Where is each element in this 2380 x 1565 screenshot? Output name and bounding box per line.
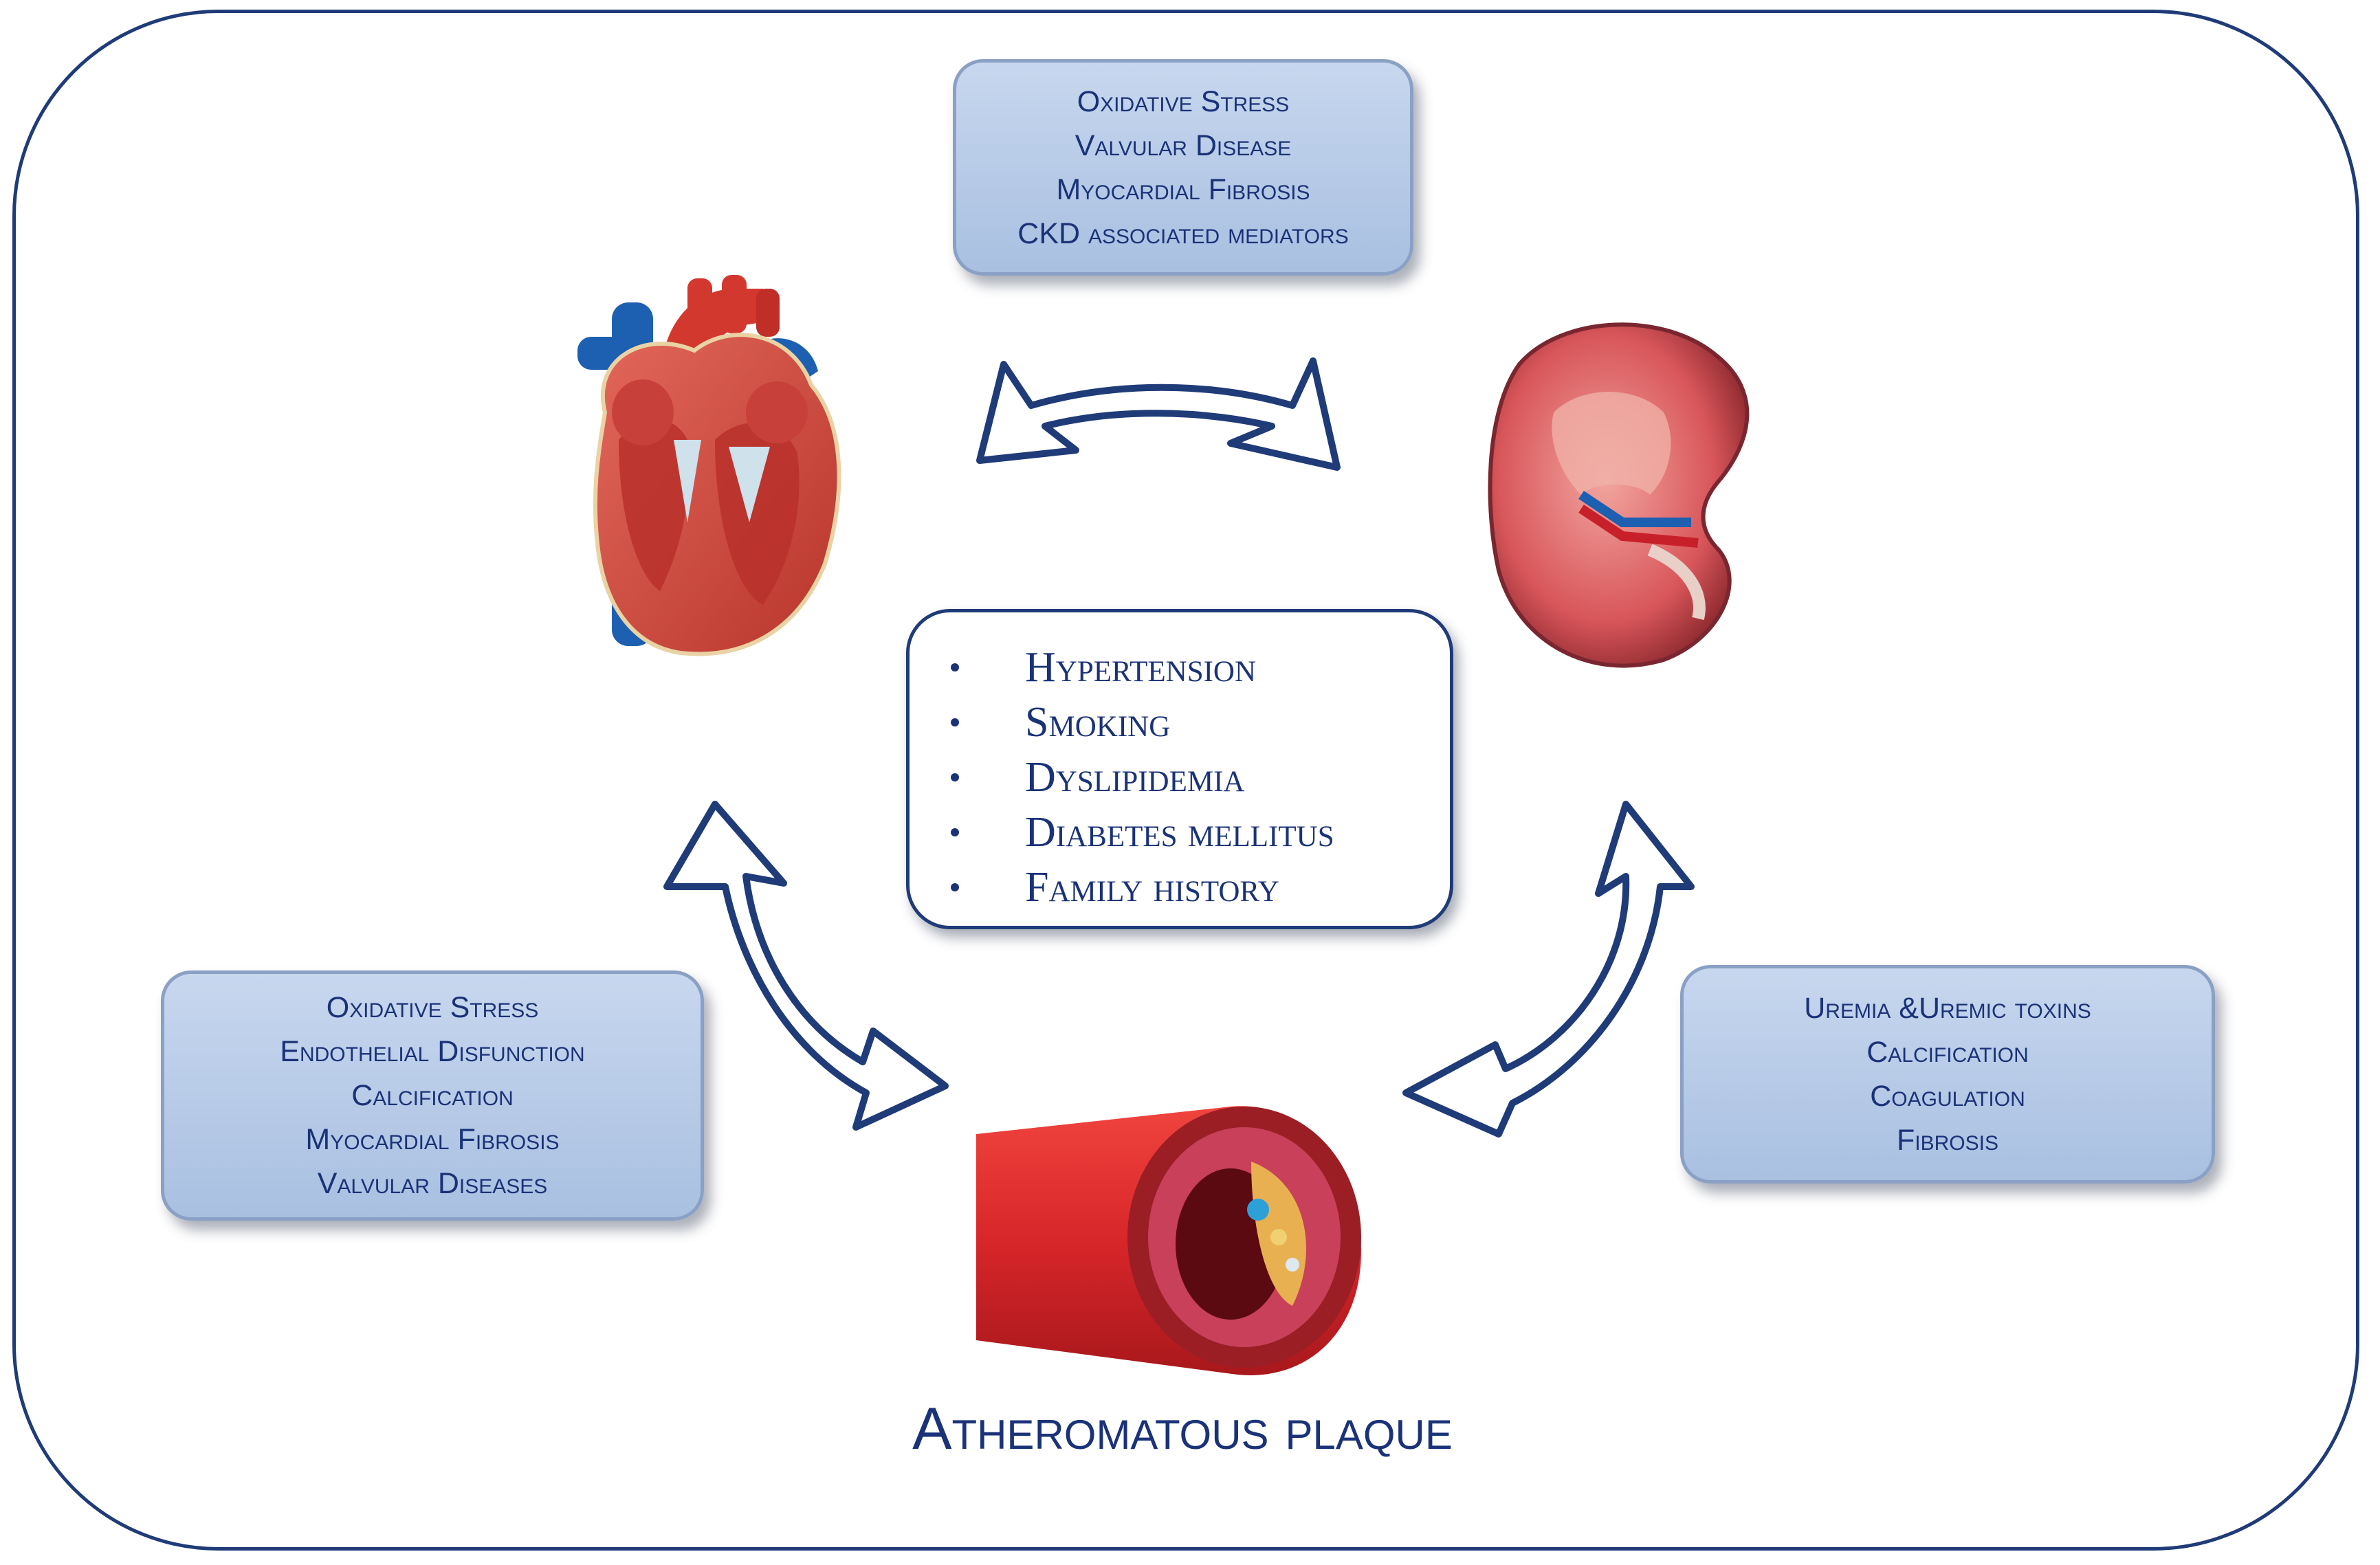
box-item: Oxidative Stress: [326, 991, 539, 1024]
double-arrow-icon: [1402, 801, 1695, 1137]
risk-factor-label: Hypertension: [1025, 644, 1257, 691]
box-item: Coagulation: [1870, 1080, 2025, 1113]
risk-factor-item: Diabetes mellitus: [951, 805, 1450, 860]
aorta-branch: [756, 289, 780, 337]
heart-plaque-mediators-box: Oxidative Stress Endothelial Disfunction…: [161, 970, 704, 1221]
plaque-cell: [1270, 1229, 1287, 1245]
risk-factor-label: Diabetes mellitus: [1025, 809, 1334, 856]
box-item: Calcification: [1866, 1036, 2029, 1069]
plaque-cell: [1247, 1199, 1269, 1221]
renal-vein: [1578, 491, 1691, 527]
plaque-cell: [1286, 1258, 1299, 1272]
box-item: Fibrosis: [1897, 1124, 1998, 1157]
double-arrow-icon: [976, 357, 1341, 471]
left-atrium: [746, 381, 808, 443]
renal-artery: [1578, 504, 1699, 548]
double-arrow-icon: [663, 801, 949, 1131]
risk-factor-item: Family history: [951, 860, 1450, 915]
kidney-plaque-mediators-box: Uremia &Uremic toxins Calcification Coag…: [1680, 965, 2215, 1184]
aorta-branch: [687, 278, 712, 333]
box-item: Calcification: [351, 1079, 514, 1112]
risk-factor-label: Smoking: [1025, 699, 1171, 746]
ureter: [1647, 544, 1706, 621]
risk-factor-item: Dyslipidemia: [951, 750, 1450, 805]
bullet-icon: [951, 773, 959, 781]
risk-factor-item: Smoking: [951, 695, 1450, 750]
right-atrium: [612, 379, 674, 445]
box-item: Valvular Diseases: [317, 1167, 548, 1200]
box-item: CKD associated mediators: [1017, 217, 1349, 250]
risk-factor-item: Hypertension: [951, 640, 1450, 695]
tricuspid-valve: [674, 440, 701, 522]
risk-factors-box: Hypertension Smoking Dyslipidemia Diabet…: [906, 609, 1453, 929]
bullet-icon: [951, 828, 959, 836]
box-item: Myocardial Fibrosis: [1056, 173, 1310, 206]
kidney-body: [1488, 322, 1750, 668]
bullet-icon: [951, 663, 959, 671]
box-item: Uremia &Uremic toxins: [1804, 992, 2091, 1025]
mitral-valve: [729, 447, 770, 522]
risk-factor-label: Dyslipidemia: [1025, 754, 1245, 801]
aorta-branch: [722, 275, 747, 333]
box-item: Oxidative Stress: [1077, 85, 1290, 118]
artery-cross-section-illustration: [976, 1106, 1361, 1375]
kidney-illustration: [1488, 322, 1750, 668]
renal-cortex-section: [1552, 392, 1671, 495]
box-item: Valvular Disease: [1075, 129, 1292, 162]
risk-factor-label: Family history: [1025, 864, 1279, 911]
heart-illustration: [577, 275, 841, 656]
box-item: Endothelial Disfunction: [280, 1035, 585, 1068]
caption-title: Atheromatous plaque: [912, 1396, 1453, 1462]
box-item: Myocardial Fibrosis: [305, 1123, 560, 1156]
diagram-frame: [12, 10, 2359, 1551]
heart-kidney-mediators-box: Oxidative Stress Valvular Disease Myocar…: [953, 59, 1413, 276]
bullet-icon: [951, 883, 959, 891]
bullet-icon: [951, 718, 959, 726]
right-ventricle: [619, 419, 690, 591]
